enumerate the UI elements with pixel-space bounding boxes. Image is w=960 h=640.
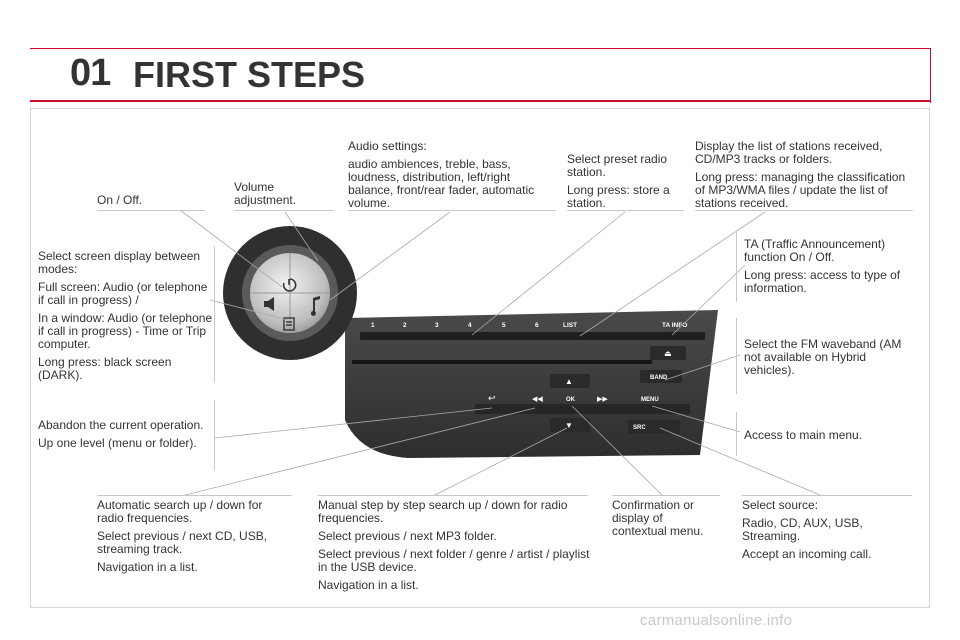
ok-label: OK [566,397,576,403]
rewind-icon: ◀◀ [532,396,543,403]
callout-screen: Select screen display between modes: Ful… [38,249,213,382]
bottom-row [475,404,690,414]
rule-volume [234,210,334,211]
rule-band [736,318,737,394]
speaker-icon [264,297,274,311]
menu-label: MENU [641,397,659,403]
preset-5: 5 [502,322,506,329]
rule-audio-settings [348,210,556,211]
preset-1: 1 [371,322,375,329]
callout-abandon: Abandon the current operation. Up one le… [38,418,204,450]
rule-list [695,210,913,211]
preset-3: 3 [435,322,439,329]
panel-body [345,310,718,458]
callout-list: Display the list of stations received, C… [695,139,906,210]
rule-confirm [612,495,720,496]
svg-text:▼: ▼ [565,421,573,430]
preset-buttons: 1 2 3 4 5 6 LIST TA INFO [371,322,687,329]
down-button [550,418,590,432]
preset-2: 2 [403,322,407,329]
content-frame [30,108,930,608]
callout-preset: Select preset radio station. Long press:… [567,152,670,210]
rule-screen [214,246,215,382]
watermark: carmanualsonline.info [640,612,793,629]
callout-band: Select the FM waveband (AM not available… [744,337,902,377]
forward-icon: ▶▶ [597,396,608,403]
rule-auto-search [97,495,292,496]
svg-text:⏏: ⏏ [664,349,672,358]
band-label: BAND [650,375,668,381]
rule-menu [736,412,737,456]
preset-bar [360,332,705,340]
callout-ta: TA (Traffic Announcement) function On / … [744,237,901,295]
callout-source: Select source: Radio, CD, AUX, USB, Stre… [742,498,872,561]
rule-manual [318,495,588,496]
callout-menu: Access to main menu. [744,428,863,442]
rule-preset [567,210,684,211]
music-note-icon [310,296,320,316]
up-button [550,374,590,388]
src-label: SRC [633,425,646,431]
ta-info-label: TA INFO [662,322,687,329]
power-icon [282,278,297,292]
band-button [640,370,682,383]
svg-text:▲: ▲ [565,377,573,386]
callout-audio-settings: Audio settings: audio ambiences, treble,… [348,139,535,210]
rule-on-off [97,210,205,211]
rule-abandon [214,400,215,470]
callout-confirm: Confirmation or display of contextual me… [612,498,704,538]
callout-volume: Volume adjustment. [234,180,297,207]
cd-slot [352,360,652,364]
chapter-number: 01 [70,52,111,94]
callout-manual: Manual step by step search up / down for… [318,498,590,592]
rule-source [742,495,912,496]
eject-button [650,346,686,360]
callout-on-off: On / Off. [97,193,143,207]
header-frame [30,48,931,103]
back-arrow-icon: ↩ [488,393,496,403]
preset-4: 4 [468,322,472,329]
callout-auto-search: Automatic search up / down for radio fre… [97,498,268,574]
preset-6: 6 [535,322,539,329]
list-label: LIST [563,322,577,329]
rule-ta [736,232,737,302]
screen-icon [283,317,295,331]
chapter-title: FIRST STEPS [133,54,366,95]
leader-lines [179,209,821,496]
header-rule [30,100,930,102]
